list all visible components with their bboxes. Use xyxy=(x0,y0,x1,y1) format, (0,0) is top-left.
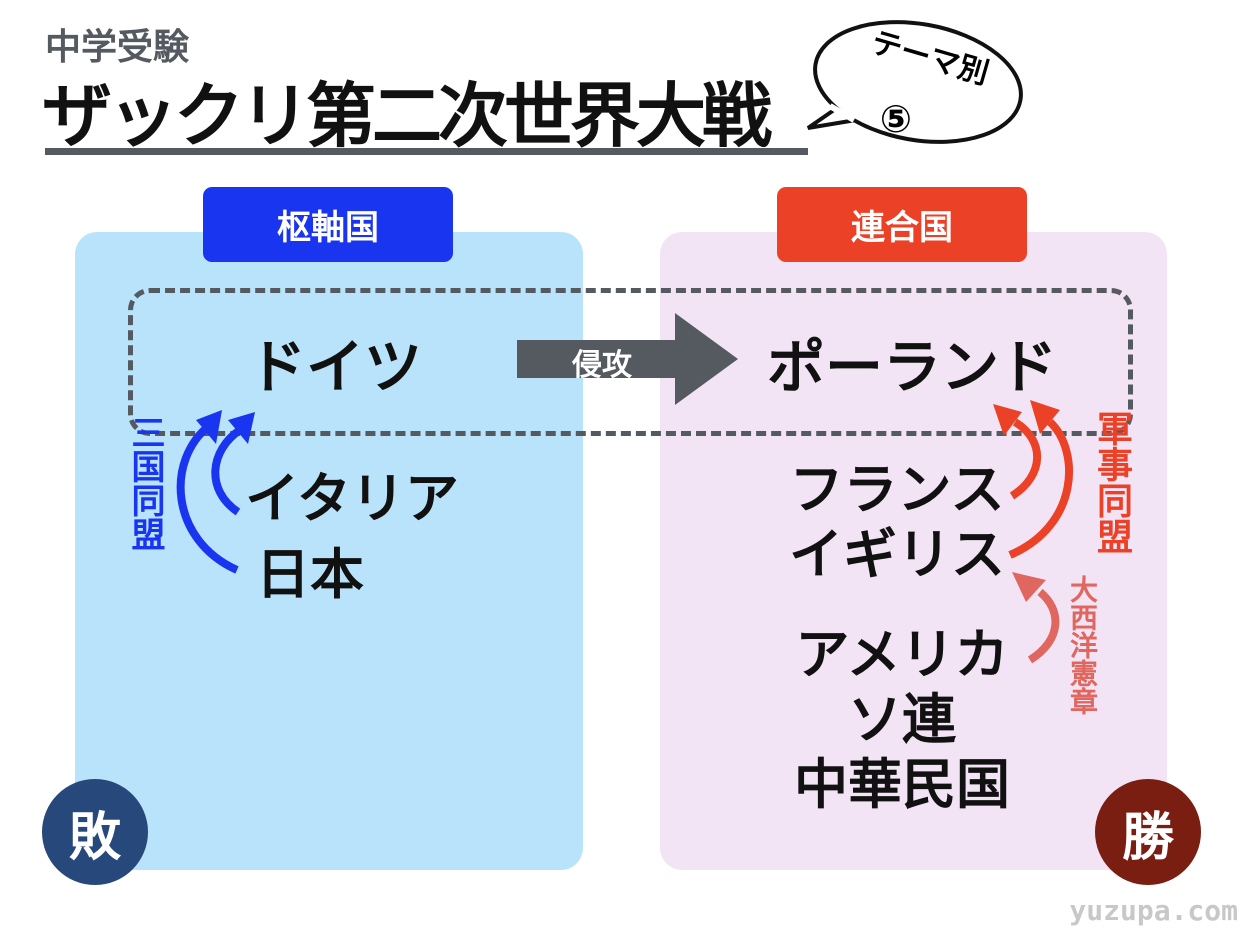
speech-bubble: テーマ別 ⑤ xyxy=(806,20,1023,144)
invasion-box xyxy=(128,288,1133,436)
allies-alliance-arrows xyxy=(1008,418,1073,559)
usa: アメリカ xyxy=(795,623,1009,686)
atlantic-charter: 大西洋憲章 xyxy=(1066,575,1099,715)
germany: ドイツ xyxy=(247,333,423,401)
subtitle: 中学受験 xyxy=(45,27,190,68)
soviet: ソ連 xyxy=(848,688,956,751)
axis-label: 枢軸国 xyxy=(203,187,453,262)
allies-panel xyxy=(660,232,1167,870)
bubble-number: ⑤ xyxy=(880,97,912,141)
military-alliance: 軍事同盟 xyxy=(1091,410,1132,554)
defeat-badge: 敗 xyxy=(42,779,148,885)
axis-panel xyxy=(75,232,583,870)
title-underline xyxy=(45,148,808,155)
china: 中華民国 xyxy=(794,753,1010,816)
watermark: yuzupa.com xyxy=(1069,894,1238,927)
invasion-label: 侵攻 xyxy=(572,348,632,383)
invasion-arrow xyxy=(517,313,738,405)
italy: イタリア xyxy=(245,467,459,530)
japan: 日本 xyxy=(256,543,364,606)
axis-alliance-arrows xyxy=(176,421,243,574)
charter-arrow xyxy=(1027,588,1060,664)
allies-label: 連合国 xyxy=(777,187,1027,262)
tripartite-pact: 三国同盟 xyxy=(125,415,165,551)
france: フランス xyxy=(789,458,1005,521)
britain: イギリス xyxy=(789,523,1005,586)
poland: ポーランド xyxy=(766,333,1058,401)
victory-badge: 勝 xyxy=(1095,779,1201,885)
page-title: ザックリ第二次世界大戦 xyxy=(42,75,772,157)
